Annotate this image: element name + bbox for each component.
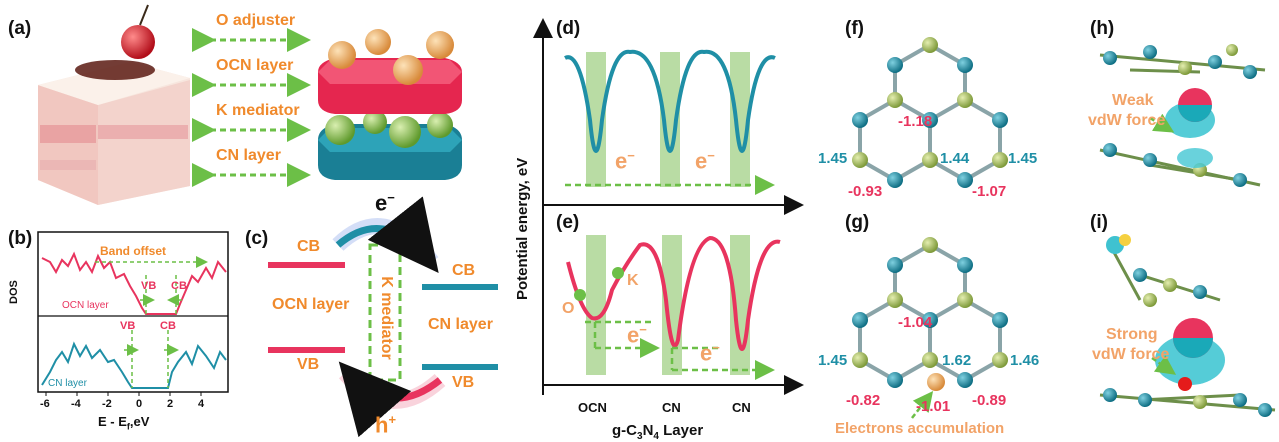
charge-g-7: -0.89 <box>972 392 1007 409</box>
e-text: e <box>627 322 640 348</box>
e-sup: − <box>627 148 635 163</box>
panel-label-g: (g) <box>845 212 870 233</box>
e-label-d2: e− <box>695 148 715 174</box>
xlabel-post: Layer <box>658 422 704 439</box>
charge-f-4: 1.45 <box>1008 150 1038 167</box>
charge-f-6: -1.07 <box>972 183 1007 200</box>
charge-f-5: -0.93 <box>848 183 883 200</box>
charge-g-5: -0.82 <box>846 392 881 409</box>
cb-bottom-label: CB <box>160 320 176 332</box>
e-label-d1: e− <box>615 148 635 174</box>
o-point-label: O <box>562 300 575 317</box>
e-label-e2: e− <box>700 340 720 366</box>
strong-label: Strong <box>1106 326 1158 343</box>
cb-left-label: CB <box>297 238 321 255</box>
electron-label: e− <box>375 190 395 216</box>
dos-plot <box>37 231 229 396</box>
vb-right-label: VB <box>452 374 475 391</box>
cb-top-label: CB <box>171 280 187 292</box>
vb-top-label: VB <box>141 280 157 292</box>
e-label-e1: e− <box>627 322 647 348</box>
k-point-label: K <box>627 272 639 289</box>
e-text: e <box>700 340 713 366</box>
dos-xlabel: E - Ef,eV <box>98 414 149 432</box>
dos-xlabel-unit: ,eV <box>129 414 150 429</box>
electrons-accumulation-label: Electrons accumulation <box>835 420 1005 437</box>
panel-label-a: (a) <box>8 18 32 39</box>
tick-label: 0 <box>136 398 143 410</box>
structure-h <box>1099 44 1266 187</box>
band-alignment <box>268 196 498 438</box>
xlabel-mid: N <box>642 422 654 439</box>
charge-g-2: 1.45 <box>818 352 848 369</box>
panel-label-h: (h) <box>1090 18 1115 39</box>
hole-label: h+ <box>375 412 396 438</box>
band-offset-label: Band offset <box>100 244 166 258</box>
xtick-cn-1: CN <box>662 400 681 415</box>
panel-label-b: (b) <box>8 228 33 249</box>
charge-g-4: 1.46 <box>1010 352 1040 369</box>
hole-text: h <box>375 412 389 438</box>
hole-sup: + <box>388 412 397 427</box>
cb-right-label: CB <box>452 262 476 279</box>
tick-label: 2 <box>167 398 174 410</box>
potential-ylabel: Potential energy, eV <box>514 157 531 300</box>
xtick-ocn: OCN <box>578 400 607 415</box>
label-ocn-layer: OCN layer <box>216 57 294 74</box>
electron-text: e <box>375 190 388 216</box>
e-sup: − <box>712 340 720 355</box>
e-sup: − <box>707 148 715 163</box>
tick-label: -4 <box>71 398 81 410</box>
charge-g-6: -1.01 <box>916 398 951 415</box>
structure-i <box>1099 234 1276 417</box>
dos-ylabel: DOS <box>8 280 20 304</box>
layer-stack <box>318 29 462 180</box>
weak-vdw-label: vdW force <box>1088 112 1166 129</box>
potential-xlabel: g-C3N4 Layer <box>612 422 703 442</box>
molecule-f-atoms <box>852 37 1008 188</box>
e-text: e <box>695 148 708 174</box>
label-o-adjuster: O adjuster <box>216 12 296 29</box>
panel-label-d: (d) <box>556 18 581 39</box>
charge-g-1: -1.04 <box>898 314 933 331</box>
dos-xlabel-sub: f <box>126 421 130 432</box>
panel-label-e: (e) <box>556 212 580 233</box>
dos-xlabel-text: E - E <box>98 414 127 429</box>
tick-label: -6 <box>40 398 50 410</box>
vb-bottom-label: VB <box>120 320 136 332</box>
e-sup: − <box>639 322 647 337</box>
charge-f-2: 1.45 <box>818 150 848 167</box>
panel-label-i: (i) <box>1090 212 1108 233</box>
tick-label: 4 <box>198 398 205 410</box>
vb-left-label: VB <box>297 356 320 373</box>
electron-sup: − <box>387 190 395 205</box>
xlabel-pre: g-C <box>612 422 637 439</box>
k-mediator-c-label: K mediator <box>378 276 395 360</box>
weak-label: Weak <box>1112 92 1154 109</box>
xlabel-sub2: 4 <box>653 431 659 442</box>
cake-illustration <box>38 4 190 205</box>
potential-plot <box>533 18 804 395</box>
charge-f-1: -1.18 <box>898 113 933 130</box>
e-text: e <box>615 148 628 174</box>
cn-layer-dos-label: CN layer <box>48 378 87 389</box>
ocn-layer-c-label: OCN layer <box>272 296 350 313</box>
label-cn-layer: CN layer <box>216 147 281 164</box>
molecule-g-atoms <box>852 237 1008 419</box>
panel-label-c: (c) <box>245 228 269 249</box>
charge-f-3: 1.44 <box>940 150 970 167</box>
xlabel-sub1: 3 <box>637 431 643 442</box>
strong-vdw-label: vdW force <box>1092 346 1170 363</box>
label-k-mediator: K mediator <box>216 102 300 119</box>
panel-label-f: (f) <box>845 18 864 39</box>
tick-label: -2 <box>102 398 112 410</box>
xtick-cn-2: CN <box>732 400 751 415</box>
cn-layer-c-label: CN layer <box>428 316 493 333</box>
ocn-layer-dos-label: OCN layer <box>62 300 109 311</box>
charge-g-3: 1.62 <box>942 352 972 369</box>
a-arrows <box>192 28 311 187</box>
